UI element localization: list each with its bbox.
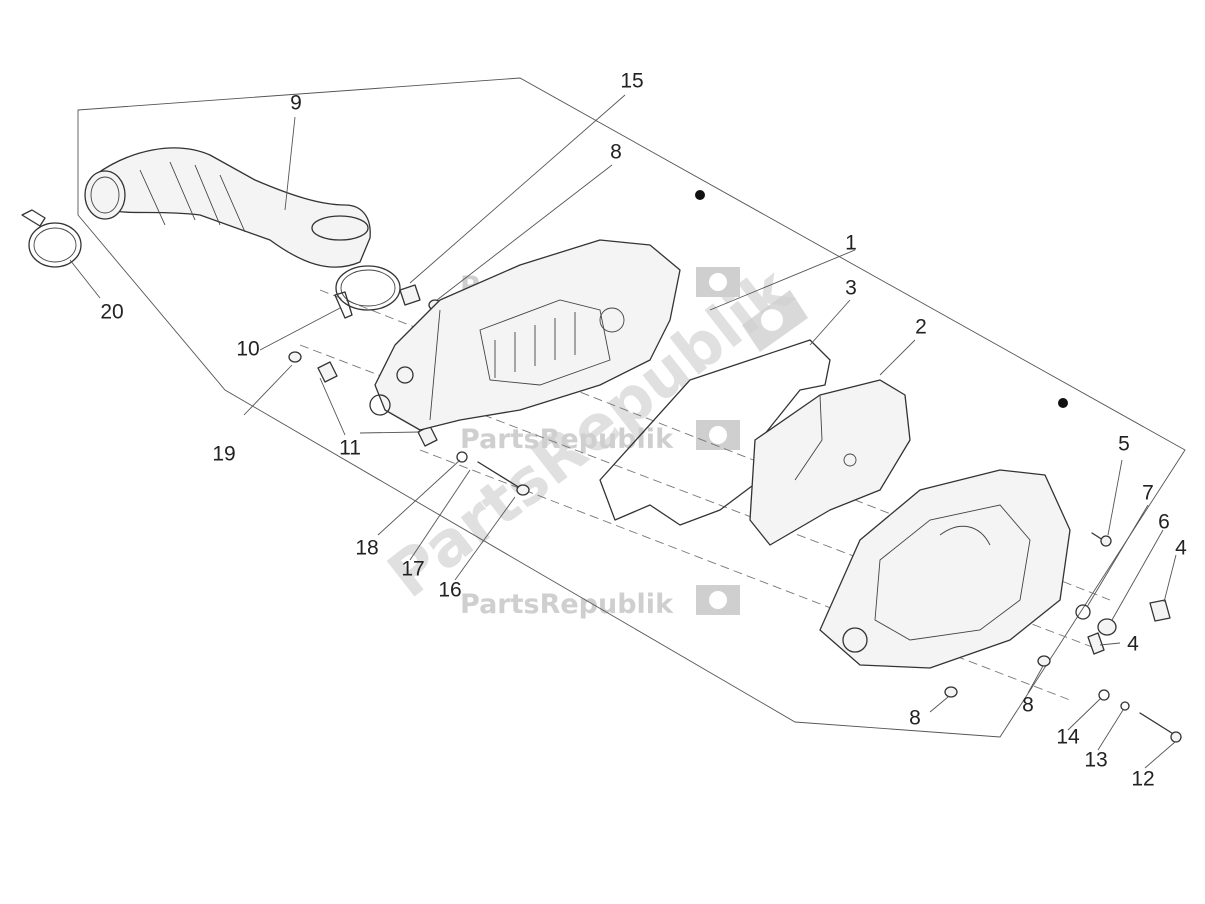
callout-1: 1 <box>845 232 857 255</box>
air-filter-housing-part <box>369 239 681 431</box>
callout-17: 17 <box>401 558 424 581</box>
small-hardware-upper <box>288 284 442 447</box>
filter-element-part <box>749 379 911 546</box>
callout-13: 13 <box>1084 749 1107 772</box>
intake-duct-part <box>84 147 371 268</box>
assembly-frame <box>77 77 1186 738</box>
callout-11: 11 <box>339 437 361 460</box>
assembly-dot-lower <box>1058 398 1068 408</box>
gasket-part <box>599 339 831 526</box>
callout-8-top: 8 <box>610 141 622 164</box>
duct-clamp-part <box>334 265 401 319</box>
callout-16: 16 <box>438 579 461 602</box>
callout-14: 14 <box>1056 726 1080 749</box>
watermark-bottom: PartsRepublik <box>460 589 674 620</box>
gear-flag-icon <box>696 267 808 615</box>
callout-10: 10 <box>236 338 259 361</box>
leader-lines <box>69 94 1177 769</box>
callout-2: 2 <box>915 316 927 339</box>
callout-4-lower: 4 <box>1127 633 1139 656</box>
callout-15: 15 <box>620 70 643 93</box>
filter-cover-part <box>819 469 1071 669</box>
callout-labels: 1 2 3 4 4 5 6 7 8 8 8 9 10 11 12 13 14 1… <box>100 70 1187 791</box>
callout-4-upper: 4 <box>1175 537 1187 560</box>
callout-9: 9 <box>290 92 302 115</box>
assembly-dot-upper <box>695 190 705 200</box>
callout-18: 18 <box>355 537 378 560</box>
callout-8-mid: 8 <box>1022 694 1034 717</box>
callout-5: 5 <box>1118 433 1130 456</box>
callout-20: 20 <box>100 301 123 324</box>
hose-clamp-part <box>21 209 82 268</box>
callout-7: 7 <box>1142 482 1154 505</box>
small-hardware-lower <box>456 451 1182 743</box>
watermark-middle: PartsRepublik <box>460 424 674 455</box>
callout-6: 6 <box>1158 511 1170 534</box>
callout-19: 19 <box>212 443 235 466</box>
callout-3: 3 <box>845 277 857 300</box>
callout-12: 12 <box>1131 768 1154 791</box>
callout-8-left: 8 <box>909 707 921 730</box>
